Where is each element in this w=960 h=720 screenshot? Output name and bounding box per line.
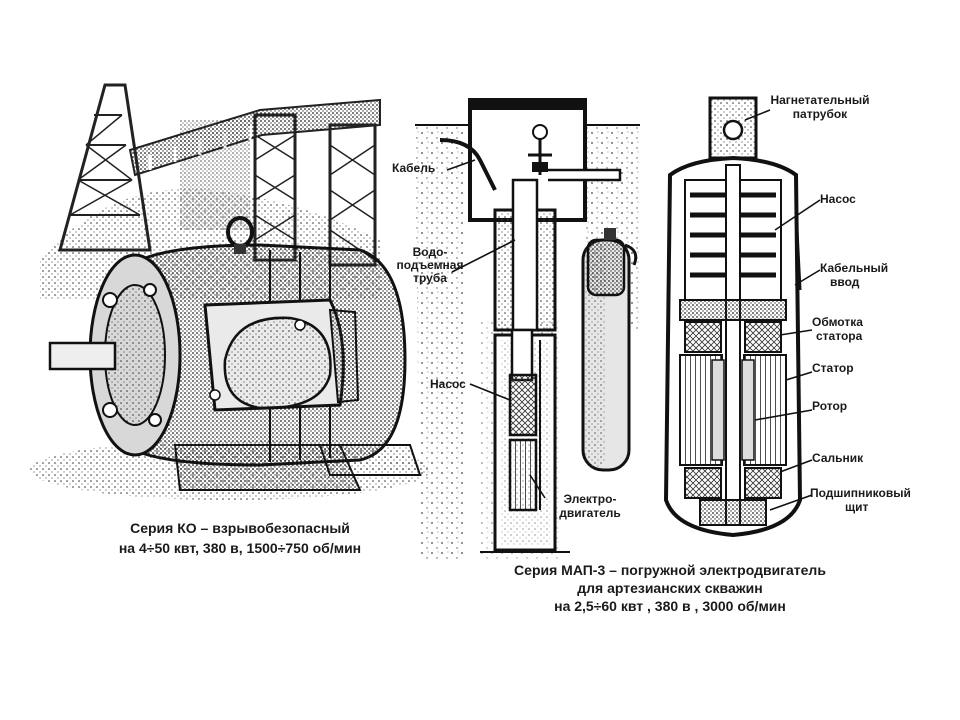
riser-pipe-label-2: подъемная <box>396 258 464 272</box>
seal-label: Сальник <box>812 451 864 465</box>
motor-label-1: Электро- <box>563 492 617 506</box>
riser-pipe-label-3: труба <box>413 271 447 285</box>
bearing-label-1: Подшипниковый <box>810 486 911 500</box>
cable-entry-label-2: ввод <box>830 275 860 289</box>
cable-label: Кабель <box>392 161 436 175</box>
submersible-motor-exterior <box>581 228 638 472</box>
bearing-label-2: щит <box>845 500 869 514</box>
left-caption-line1: Серия КО – взрывобезопасный <box>130 520 350 536</box>
outlet-label-2: патрубок <box>792 107 848 121</box>
stator-label: Статор <box>812 361 854 375</box>
rotor-label: Ротор <box>812 399 848 413</box>
outlet-label-1: Нагнетательный <box>770 93 870 107</box>
pump-label-middle: Насос <box>430 377 466 391</box>
bottom-caption-line3: на 2,5÷60 квт , 380 в , 3000 об/мин <box>554 598 786 614</box>
cable-entry-label-1: Кабельный <box>820 261 889 275</box>
winding-label-2: статора <box>816 329 863 343</box>
explosion-proof-motor <box>30 216 430 500</box>
bottom-caption-line2: для артезианских скважин <box>577 580 763 596</box>
leader-lines <box>446 109 821 511</box>
pump-label-right: Насос <box>820 192 856 206</box>
bottom-caption-line1: Серия МАП-3 – погружной электродвигатель <box>514 562 826 578</box>
winding-label-1: Обмотка <box>812 315 863 329</box>
borehole-installation <box>415 98 640 560</box>
submersible-motor-section <box>663 96 803 538</box>
motor-label-2: двигатель <box>559 506 621 520</box>
riser-pipe-label-1: Водо- <box>412 245 448 259</box>
left-caption-line2: на 4÷50 квт, 380 в, 1500÷750 об/мин <box>118 540 362 556</box>
